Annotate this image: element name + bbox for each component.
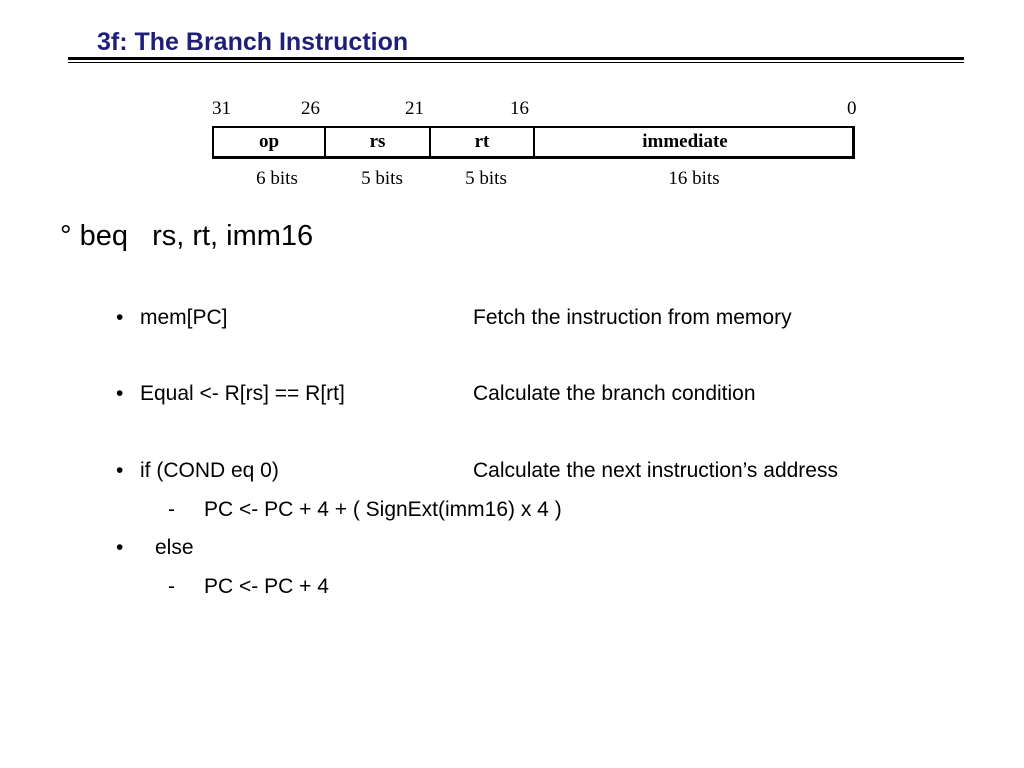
bullet-dot: •: [116, 459, 124, 482]
field-width-rs: 5 bits: [361, 168, 403, 189]
field-immediate: immediate: [642, 131, 728, 152]
step-description: Calculate the next instruction’s address: [473, 459, 838, 482]
step-action: PC <- PC + 4 + ( SignExt(imm16) x 4 ): [204, 498, 562, 521]
slide-title: 3f: The Branch Instruction: [97, 28, 409, 56]
step-item: • mem[PC]: [116, 306, 228, 330]
step-action: if (COND eq 0): [140, 459, 279, 482]
field-op: op: [258, 131, 280, 152]
instruction-format-box: op rs rt immediate: [212, 126, 855, 159]
step-description: Calculate the branch condition: [473, 382, 756, 405]
field-width-immediate: 16 bits: [668, 168, 720, 189]
step-action: PC <- PC + 4: [204, 575, 329, 598]
instruction-syntax: ° beq rs, rt, imm16: [60, 220, 313, 253]
step-description: Fetch the instruction from memory: [473, 306, 792, 329]
step-item: • if (COND eq 0): [116, 459, 279, 483]
sub-step-item: - PC <- PC + 4: [168, 575, 329, 599]
opcode: beq: [79, 220, 129, 252]
dash-bullet: -: [168, 498, 175, 521]
degree-bullet: °: [60, 220, 72, 252]
bullet-dot: •: [116, 382, 124, 405]
step-item: • Equal <- R[rs] == R[rt]: [116, 382, 345, 406]
field-divider: [429, 128, 431, 156]
field-width-op: 6 bits: [256, 168, 298, 189]
title-underline-thin: [68, 62, 964, 63]
field-divider: [324, 128, 326, 156]
bit-position-21: 21: [405, 98, 424, 119]
step-action: mem[PC]: [140, 306, 228, 329]
bit-position-31: 31: [212, 98, 231, 119]
sub-step-item: - PC <- PC + 4 + ( SignExt(imm16) x 4 ): [168, 498, 562, 522]
bullet-dot: •: [116, 536, 124, 559]
step-item: • else: [116, 536, 194, 560]
bit-position-26: 26: [301, 98, 320, 119]
operands: rs, rt, imm16: [152, 220, 314, 252]
bit-position-0: 0: [847, 98, 857, 119]
bullet-dot: •: [116, 306, 124, 329]
field-width-rt: 5 bits: [465, 168, 507, 189]
step-action: else: [155, 536, 194, 559]
bit-position-16: 16: [510, 98, 529, 119]
field-rs: rs: [369, 131, 386, 152]
field-divider: [533, 128, 535, 156]
dash-bullet: -: [168, 575, 175, 598]
field-rt: rt: [474, 131, 490, 152]
step-action: Equal <- R[rs] == R[rt]: [140, 382, 345, 405]
title-underline-thick: [68, 57, 964, 60]
